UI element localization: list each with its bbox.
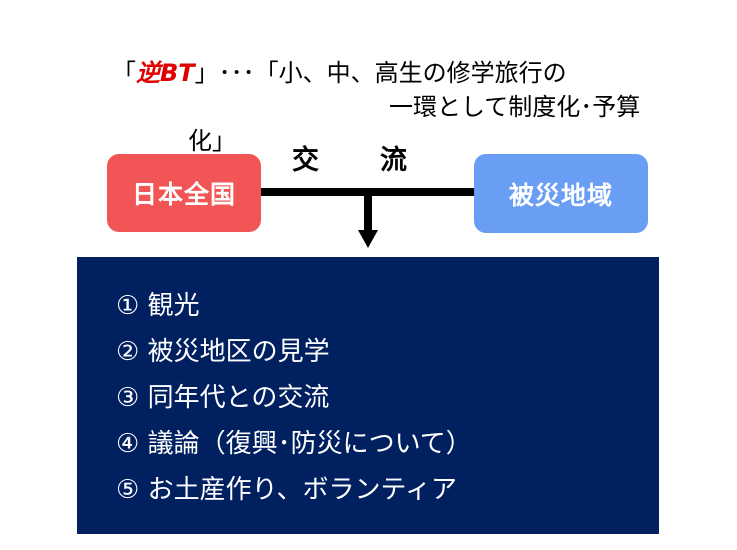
- activity-item: ② 被災地区の見学: [116, 337, 330, 367]
- exchange-label-1: 交: [292, 145, 319, 176]
- exchange-label-2: 流: [380, 145, 407, 176]
- down-arrow-icon: [358, 230, 378, 248]
- node-disaster-area: 被災地域: [474, 154, 648, 233]
- title-line-2: 一環として制度化･予算: [389, 93, 641, 121]
- activity-item: ③ 同年代との交流: [116, 383, 330, 413]
- title-highlight: 逆BT: [136, 59, 195, 87]
- activity-item: ⑤ お土産作り、ボランティア: [116, 475, 457, 505]
- title-line-1: 「逆BT」･･･「小、中、高生の修学旅行の: [112, 58, 567, 88]
- activity-item: ④ 議論（復興･防災について）: [116, 429, 472, 459]
- activity-list: ① 観光 ② 被災地区の見学 ③ 同年代との交流 ④ 議論（復興･防災について）…: [116, 283, 472, 513]
- title-line-3: 化」: [188, 127, 236, 152]
- title-line-1-rest: 」･･･「小、中、高生の修学旅行の: [194, 59, 567, 87]
- title-open-bracket: 「: [112, 59, 136, 87]
- exchange-arrow-stem: [364, 192, 372, 232]
- activity-item: ① 観光: [116, 291, 200, 321]
- activity-list-box: [77, 257, 659, 534]
- node-nationwide: 日本全国: [107, 154, 261, 232]
